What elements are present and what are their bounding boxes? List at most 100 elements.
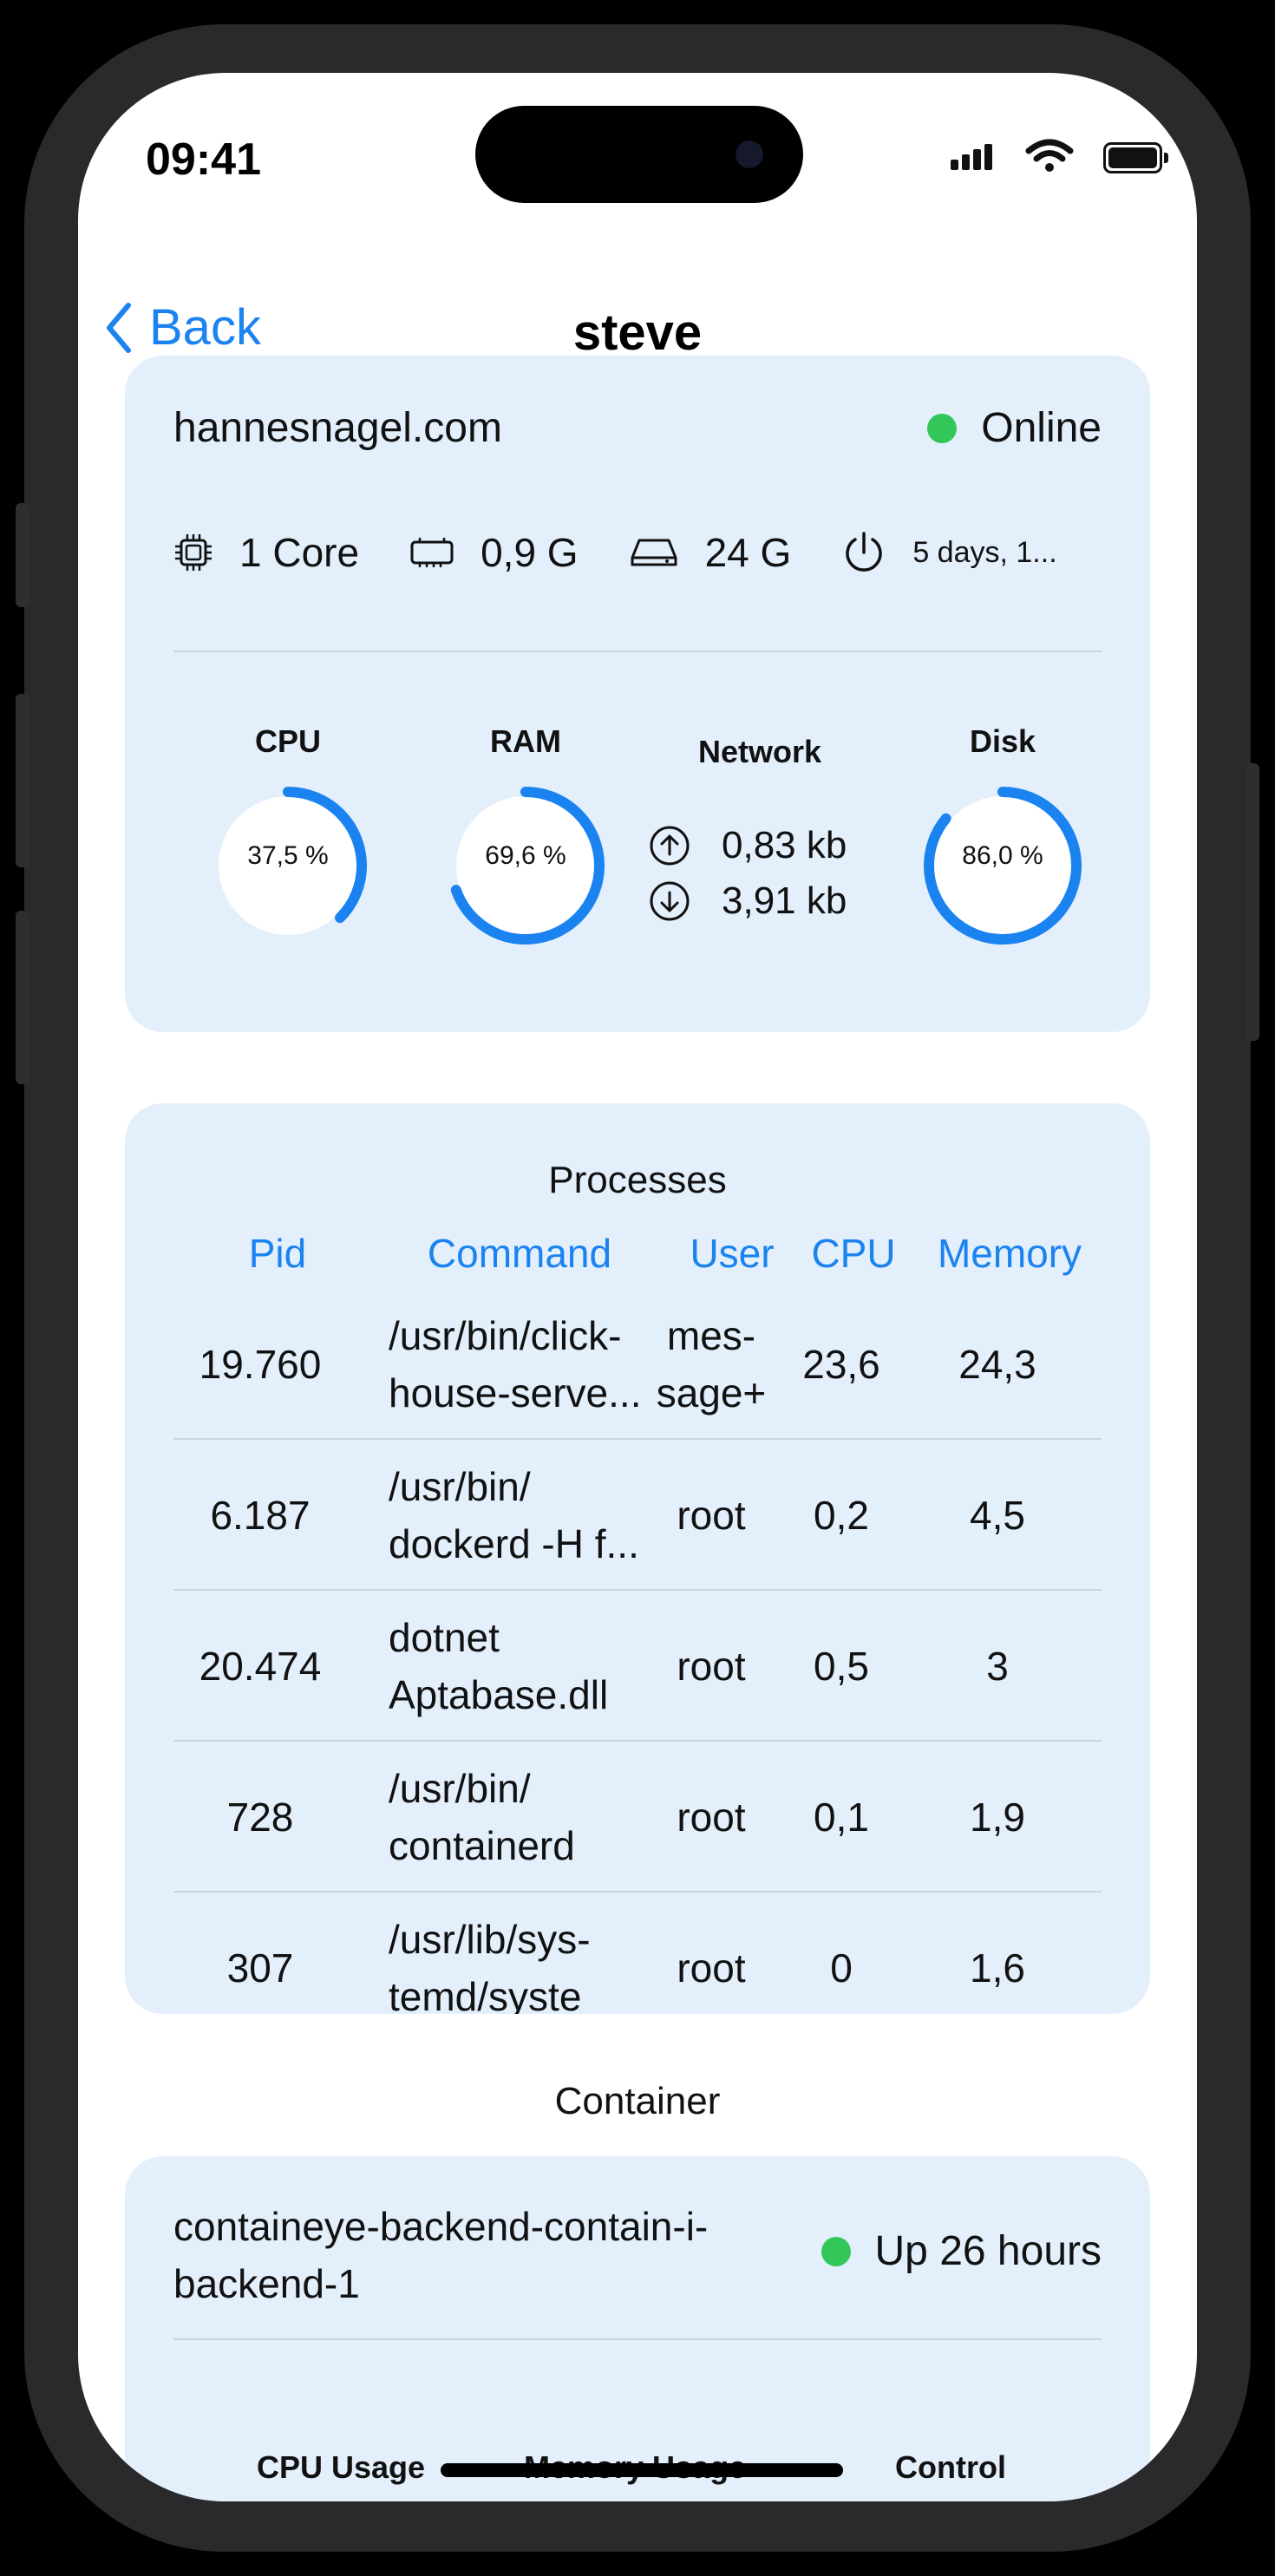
row-divider (173, 1740, 1102, 1742)
processes-card: Processes Pid Command User CPU Memory 19… (125, 1103, 1150, 2014)
row-divider (173, 1891, 1102, 1893)
cell-user-line: root (677, 1795, 746, 1840)
container-name-line-2: backend-1 (173, 2261, 360, 2306)
cellular-signal-icon (951, 144, 996, 174)
cell-user: root (642, 1591, 781, 1742)
cell-command: /usr/bin/dockerd -H f... (389, 1440, 649, 1591)
processes-title: Processes (548, 1159, 727, 1201)
cell-pid: 19.760 (199, 1342, 322, 1387)
dynamic-island (475, 106, 803, 203)
container-name: containeye-backend-contain-i- backend-1 (173, 2198, 798, 2312)
cell-user: root (642, 1742, 781, 1893)
cpu-gauge-ring (209, 787, 367, 945)
row-divider (173, 1438, 1102, 1440)
cell-cpu: 0,5 (814, 1644, 869, 1689)
server-card[interactable]: hannesnagel.com Online 1 Core 0,9 G (125, 356, 1150, 1032)
disk-gauge-value: 86,0 % (962, 841, 1043, 870)
cell-user-line: root (677, 1493, 746, 1538)
cell-command-line: dotnet (389, 1615, 500, 1660)
mute-switch (16, 503, 29, 607)
arrow-down-circle-icon (650, 881, 690, 921)
volume-down-button (16, 911, 29, 1084)
cell-user-line: mes- (666, 1313, 756, 1358)
cell-pid: 6.187 (210, 1493, 311, 1538)
container-card[interactable]: containeye-backend-contain-i- backend-1 … (125, 2156, 1150, 2501)
status-time: 09:41 (146, 134, 261, 185)
cell-command-line: /usr/bin/ (389, 1766, 531, 1811)
cores-value: 1 Core (239, 530, 360, 575)
arrow-up-circle-icon (650, 826, 690, 866)
column-header-cpu[interactable]: CPU (811, 1231, 896, 1276)
ram-spec: 0,9 G (409, 529, 579, 576)
cpu-gauge-label: CPU (254, 723, 321, 759)
ram-gauge-value: 69,6 % (485, 841, 566, 870)
table-row[interactable]: 19.760/usr/bin/click-house-serve...mes-s… (173, 1289, 1102, 1440)
cell-cpu: 0,2 (814, 1493, 869, 1538)
hard-drive-icon (631, 539, 677, 566)
status-bar: 09:41 (78, 73, 1197, 229)
cell-command: /usr/bin/click-house-serve... (389, 1289, 649, 1440)
cell-memory: 4,5 (970, 1493, 1025, 1538)
network-upload: 0,83 kb (649, 824, 847, 867)
cell-command-line: temd/syste (389, 1974, 582, 2014)
cell-command-line: /usr/bin/ (389, 1464, 531, 1509)
cell-memory: 3 (986, 1644, 1009, 1689)
tab-control[interactable]: Control (895, 2449, 1006, 2485)
cell-memory: 24,3 (958, 1342, 1036, 1387)
disk-gauge-ring (924, 787, 1082, 945)
container-name-line-1: containeye-backend-contain-i- (173, 2204, 709, 2249)
network-download-value: 3,91 kb (722, 879, 847, 922)
cpu-gauge: 37,5 % (201, 779, 375, 952)
divider (173, 651, 1102, 652)
table-row[interactable]: 6.187/usr/bin/dockerd -H f... root 0,2 4,5 (173, 1440, 1102, 1591)
memory-icon (410, 538, 454, 567)
cell-command: /usr/lib/sys-temd/syste (389, 1893, 649, 2014)
status-dot-icon (821, 2236, 851, 2266)
cell-command: /usr/bin/containerd (389, 1742, 649, 1893)
network-upload-value: 0,83 kb (722, 824, 847, 866)
cell-user-line: root (677, 1945, 746, 1991)
back-button[interactable]: Back (104, 298, 261, 356)
column-header-memory[interactable]: Memory (937, 1231, 1082, 1276)
cpu-gauge-value: 37,5 % (247, 841, 329, 870)
container-status-label: Up 26 hours (874, 2228, 1102, 2274)
cell-pid: 728 (226, 1795, 294, 1840)
row-divider (173, 1589, 1102, 1591)
tab-cpu-usage[interactable]: CPU Usage (257, 2449, 426, 2485)
server-specs: 1 Core 0,9 G 24 G (173, 522, 1102, 583)
home-indicator (441, 2463, 843, 2477)
cell-command-line: Aptabase.dll (389, 1672, 609, 1717)
server-host: hannesnagel.com (173, 405, 502, 451)
uptime-value: 5 days, 1... (912, 535, 1057, 569)
cell-user: root (642, 1440, 781, 1591)
cell-user-line: root (677, 1644, 746, 1689)
cell-cpu: 0 (830, 1945, 853, 1991)
power-icon (846, 532, 882, 572)
cell-memory: 1,9 (970, 1795, 1025, 1840)
table-row[interactable]: 307/usr/lib/sys-temd/syste root 0 1,6 (173, 1893, 1102, 2014)
cell-user: root (642, 1893, 781, 2014)
network-download: 3,91 kb (649, 879, 847, 923)
column-header-user[interactable]: User (690, 1231, 775, 1276)
ram-gauge-label: RAM (490, 723, 561, 759)
back-label: Back (149, 299, 261, 356)
column-header-command[interactable]: Command (427, 1231, 612, 1276)
cell-pid: 307 (226, 1945, 294, 1991)
volume-up-button (16, 694, 29, 867)
disk-gauge: 86,0 % (916, 779, 1089, 952)
cell-memory: 1,6 (970, 1945, 1025, 1991)
status-badge: Online (927, 404, 1102, 452)
nav-bar: Back steve (78, 298, 1197, 376)
cell-user-line: sage+ (656, 1370, 767, 1415)
column-header-pid[interactable]: Pid (248, 1231, 307, 1276)
cell-user: mes-sage+ (642, 1289, 781, 1440)
cell-command-line: /usr/lib/sys- (389, 1917, 591, 1962)
screen: 09:41 Back steve hannesnagel.com Online (78, 73, 1197, 2501)
status-label: Online (981, 405, 1102, 451)
ram-gauge-ring (447, 787, 605, 945)
battery-icon (1103, 142, 1168, 173)
ram-gauge: 69,6 % (439, 779, 612, 952)
